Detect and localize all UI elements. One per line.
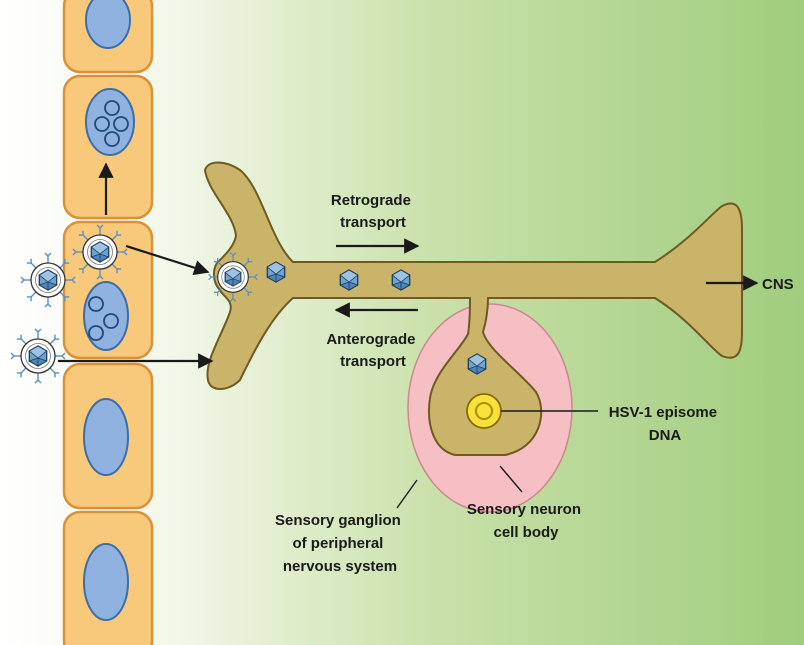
viral-capsid-icon (267, 262, 284, 282)
viral-capsid-icon (468, 354, 485, 374)
cns-label: CNS (762, 276, 794, 293)
hsv1-episome-icon (467, 394, 501, 428)
viral-particle-icon (114, 117, 128, 131)
viral-particle-icon (105, 101, 119, 115)
cell-nucleus (84, 544, 128, 620)
viral-particle-icon (95, 117, 109, 131)
viral-particle-icon (89, 297, 103, 311)
viral-capsid-icon (392, 270, 409, 290)
sensory-ganglion-label: Sensory ganglion of peripheral nervous s… (275, 512, 405, 575)
cell-nucleus (84, 399, 128, 475)
viral-particle-icon (104, 314, 118, 328)
viral-particle-icon (105, 132, 119, 146)
cell-nucleus (86, 0, 130, 48)
viral-capsid-icon (340, 270, 357, 290)
epithelial-layer (64, 0, 152, 645)
viral-particle-icon (89, 326, 103, 340)
